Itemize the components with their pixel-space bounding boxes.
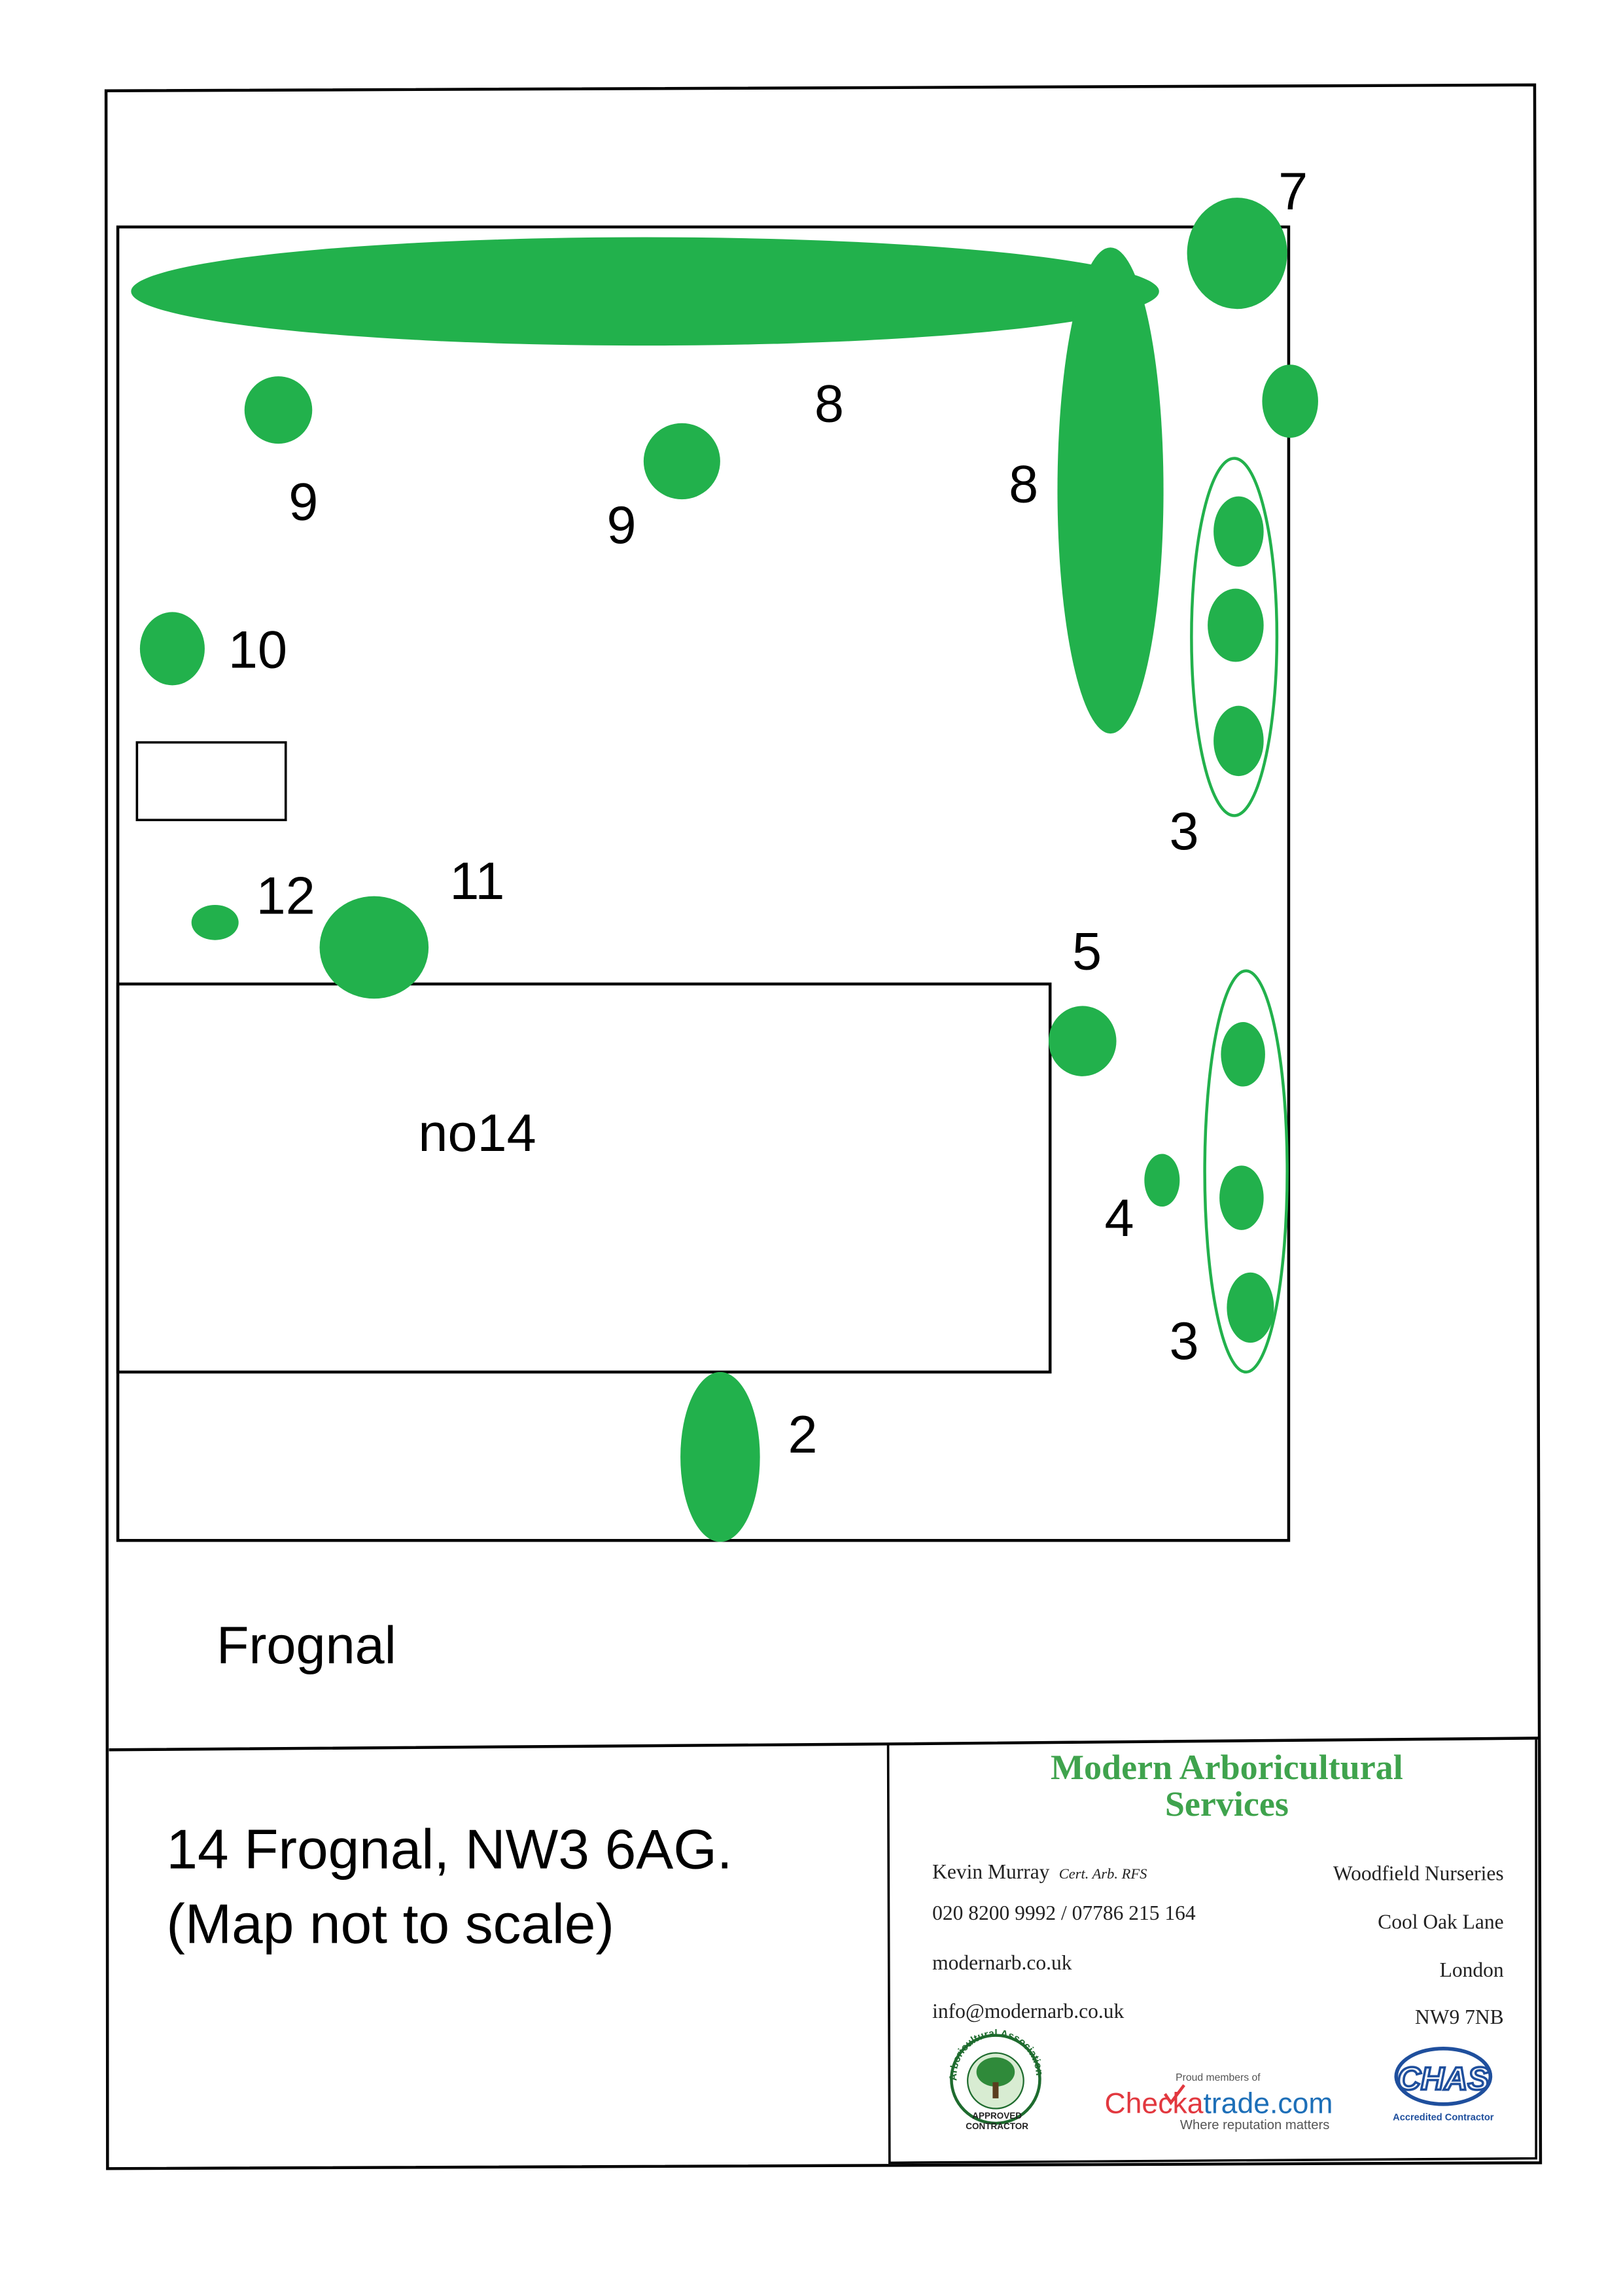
- tree-10-canopy: [139, 612, 205, 686]
- checkatrade-name: Checkatrade.com: [1105, 2086, 1333, 2119]
- card-address-line-1: Woodfield Nurseries: [1333, 1862, 1504, 1885]
- card-phones: 020 8200 9992 / 07786 215 164: [932, 1901, 1196, 1924]
- card-contact-name: Kevin Murray: [932, 1860, 1050, 1883]
- tree-8-hedge-horizontal: [131, 237, 1159, 346]
- tree-11-canopy: [319, 896, 429, 999]
- tree-9-middle-canopy: [643, 423, 720, 500]
- tree-5-canopy: [1048, 1006, 1117, 1076]
- tree-label-4: 4: [1104, 1189, 1134, 1248]
- tree-label-3-upper: 3: [1170, 802, 1199, 861]
- tree-label-3-lower: 3: [1170, 1312, 1199, 1371]
- site-boundary: [116, 225, 1291, 1542]
- tree-group-3-lower-outline: [1203, 969, 1289, 1374]
- caption-address: 14 Frognal, NW3 6AG.: [166, 1819, 732, 1881]
- tree-8-hedge-vertical: [1057, 247, 1164, 734]
- tree-icon: [976, 2057, 1015, 2098]
- house-footprint: [116, 982, 1052, 1374]
- tree-group-3-lower-tree-c: [1227, 1272, 1274, 1343]
- card-website: modernarb.co.uk: [932, 1951, 1072, 1974]
- boundary-tree-canopy: [1262, 364, 1318, 438]
- tree-label-9-left: 9: [288, 473, 318, 532]
- chas-caption: Accredited Contractor: [1393, 2112, 1494, 2123]
- card-address-line-4: NW9 7NB: [1415, 2005, 1504, 2028]
- checkmark-icon: [1163, 2084, 1185, 2106]
- tree-group-3-upper-outline: [1190, 457, 1279, 817]
- business-card: Modern Arboricultural Services Kevin Mur…: [932, 1748, 1504, 2132]
- aa-badge-line2: CONTRACTOR: [966, 2121, 1028, 2131]
- card-address-line-2: Cool Oak Lane: [1378, 1910, 1503, 1933]
- card-company-name-line1: Modern Arboricultural: [1051, 1748, 1403, 1787]
- tree-label-11: 11: [449, 852, 504, 911]
- card-address-line-3: London: [1440, 1958, 1504, 1981]
- chas-name: CHAS: [1397, 2061, 1489, 2097]
- tree-group-3-upper-tree-a: [1213, 496, 1264, 567]
- caption-scale-note: (Map not to scale): [166, 1894, 614, 1956]
- checkatrade-tagline-bottom: Where reputation matters: [1180, 2118, 1329, 2132]
- tree-label-2: 2: [788, 1405, 817, 1464]
- tree-label-8-top: 8: [814, 375, 844, 434]
- tree-label-12: 12: [256, 867, 315, 926]
- checkatrade-tagline-top: Proud members of: [1176, 2072, 1261, 2083]
- tree-9-left-canopy: [244, 376, 313, 444]
- tree-4-canopy: [1144, 1154, 1180, 1207]
- tree-7-canopy: [1187, 198, 1287, 309]
- street-label: Frognal: [217, 1616, 396, 1675]
- aa-badge-line1: APPROVED: [972, 2111, 1022, 2121]
- checkatrade-name-part2: trade.com: [1203, 2086, 1333, 2119]
- tree-group-3-upper-tree-b: [1208, 588, 1264, 662]
- tree-group-3-lower-tree-b: [1219, 1165, 1264, 1230]
- card-qualifications: Cert. Arb. RFS: [1059, 1865, 1147, 1882]
- tree-label-10: 10: [228, 621, 287, 680]
- business-card-border: [886, 1739, 1537, 2164]
- card-company-name-line2: Services: [1165, 1784, 1289, 1824]
- tree-2-canopy: [680, 1371, 760, 1542]
- sheet-border: [104, 83, 1543, 2170]
- chas-logo: CHAS Accredited Contractor: [1393, 2047, 1494, 2123]
- checkatrade-name-part1: Checka: [1105, 2086, 1204, 2119]
- card-email: info@modernarb.co.uk: [932, 2000, 1124, 2022]
- tree-label-9-middle: 9: [607, 496, 637, 555]
- tree-group-3-upper-tree-c: [1213, 705, 1264, 777]
- tree-group-3-lower-tree-a: [1221, 1022, 1265, 1087]
- tree-12-canopy: [191, 905, 239, 940]
- tree-label-5: 5: [1072, 923, 1102, 981]
- house-label: no14: [418, 1104, 536, 1163]
- tree-label-8-right: 8: [1009, 455, 1038, 514]
- garden-outbuilding: [135, 741, 287, 822]
- chas-oval-icon: [1394, 2047, 1493, 2106]
- tree-label-7: 7: [1278, 162, 1308, 221]
- checkatrade-logo: Proud members of Checkatrade.com Where r…: [1105, 2072, 1333, 2132]
